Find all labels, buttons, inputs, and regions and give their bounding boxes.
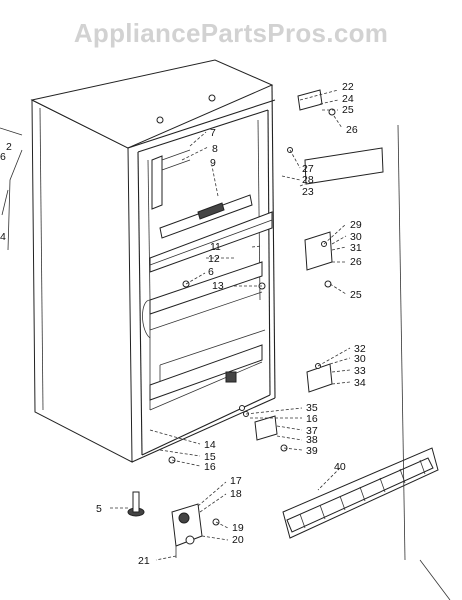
upper-bracket bbox=[151, 149, 191, 210]
hinge-lower bbox=[306, 363, 333, 393]
callout-14: 14 bbox=[204, 439, 216, 451]
leveling-leg bbox=[127, 491, 145, 517]
callout-26b: 26 bbox=[350, 256, 362, 268]
callout-17: 17 bbox=[230, 475, 242, 487]
callout-29: 29 bbox=[350, 219, 362, 231]
callout-30b: 30 bbox=[354, 353, 366, 365]
door-edge-left bbox=[0, 127, 23, 251]
callout-16b: 16 bbox=[204, 461, 216, 473]
cover-plate bbox=[304, 147, 384, 185]
callout-35: 35 bbox=[306, 402, 318, 414]
evaporator-bracket bbox=[159, 194, 253, 239]
callout-32: 32 bbox=[354, 343, 366, 355]
callout-21: 21 bbox=[138, 555, 150, 567]
roller-assembly bbox=[171, 503, 220, 558]
callout-37: 37 bbox=[306, 425, 318, 437]
divider-shelf bbox=[142, 261, 263, 339]
callout-12: 12 bbox=[208, 253, 220, 265]
callout-40: 40 bbox=[334, 461, 346, 473]
callout-16a: 16 bbox=[306, 413, 318, 425]
callout-38: 38 bbox=[306, 434, 318, 446]
mullion-rail bbox=[149, 211, 273, 273]
callout-8: 8 bbox=[212, 143, 218, 155]
callout-26a: 26 bbox=[346, 124, 358, 136]
callout-9: 9 bbox=[210, 157, 216, 169]
callout-22: 22 bbox=[342, 81, 354, 93]
callout-33: 33 bbox=[354, 365, 366, 377]
door-outline-right bbox=[397, 124, 451, 600]
callout-6a: 6 bbox=[208, 266, 214, 278]
callout-labels: 22 24 25 26 7 8 9 27 28 23 29 30 31 26 2… bbox=[0, 81, 366, 567]
callout-13: 13 bbox=[212, 280, 224, 292]
callout-34: 34 bbox=[354, 377, 366, 389]
callout-5: 5 bbox=[96, 503, 102, 515]
callout-30a: 30 bbox=[350, 231, 362, 243]
callout-2: 2 bbox=[6, 141, 12, 153]
callout-20: 20 bbox=[232, 534, 244, 546]
watermark: AppliancePartsPros.com bbox=[74, 18, 388, 48]
callout-7: 7 bbox=[210, 127, 216, 139]
callout-6b: 6 bbox=[0, 151, 6, 163]
callout-24: 24 bbox=[342, 93, 354, 105]
callout-25b: 25 bbox=[350, 289, 362, 301]
callout-31: 31 bbox=[350, 242, 362, 254]
bottom-frame bbox=[149, 329, 266, 401]
refrigerator-cabinet bbox=[30, 59, 276, 463]
bracket-38 bbox=[243, 411, 278, 441]
leader-lines bbox=[108, 89, 351, 561]
callout-27: 27 bbox=[302, 163, 314, 175]
callout-25a: 25 bbox=[342, 104, 354, 116]
callout-11: 11 bbox=[210, 241, 221, 253]
callout-39: 39 bbox=[306, 445, 318, 457]
callout-4: 4 bbox=[0, 231, 6, 243]
callout-19: 19 bbox=[232, 522, 244, 534]
callout-28: 28 bbox=[302, 174, 314, 186]
front-grille bbox=[282, 447, 439, 539]
hinge-upper bbox=[297, 89, 336, 116]
callout-15: 15 bbox=[204, 451, 216, 463]
callout-23: 23 bbox=[302, 186, 314, 198]
callout-18: 18 bbox=[230, 488, 242, 500]
